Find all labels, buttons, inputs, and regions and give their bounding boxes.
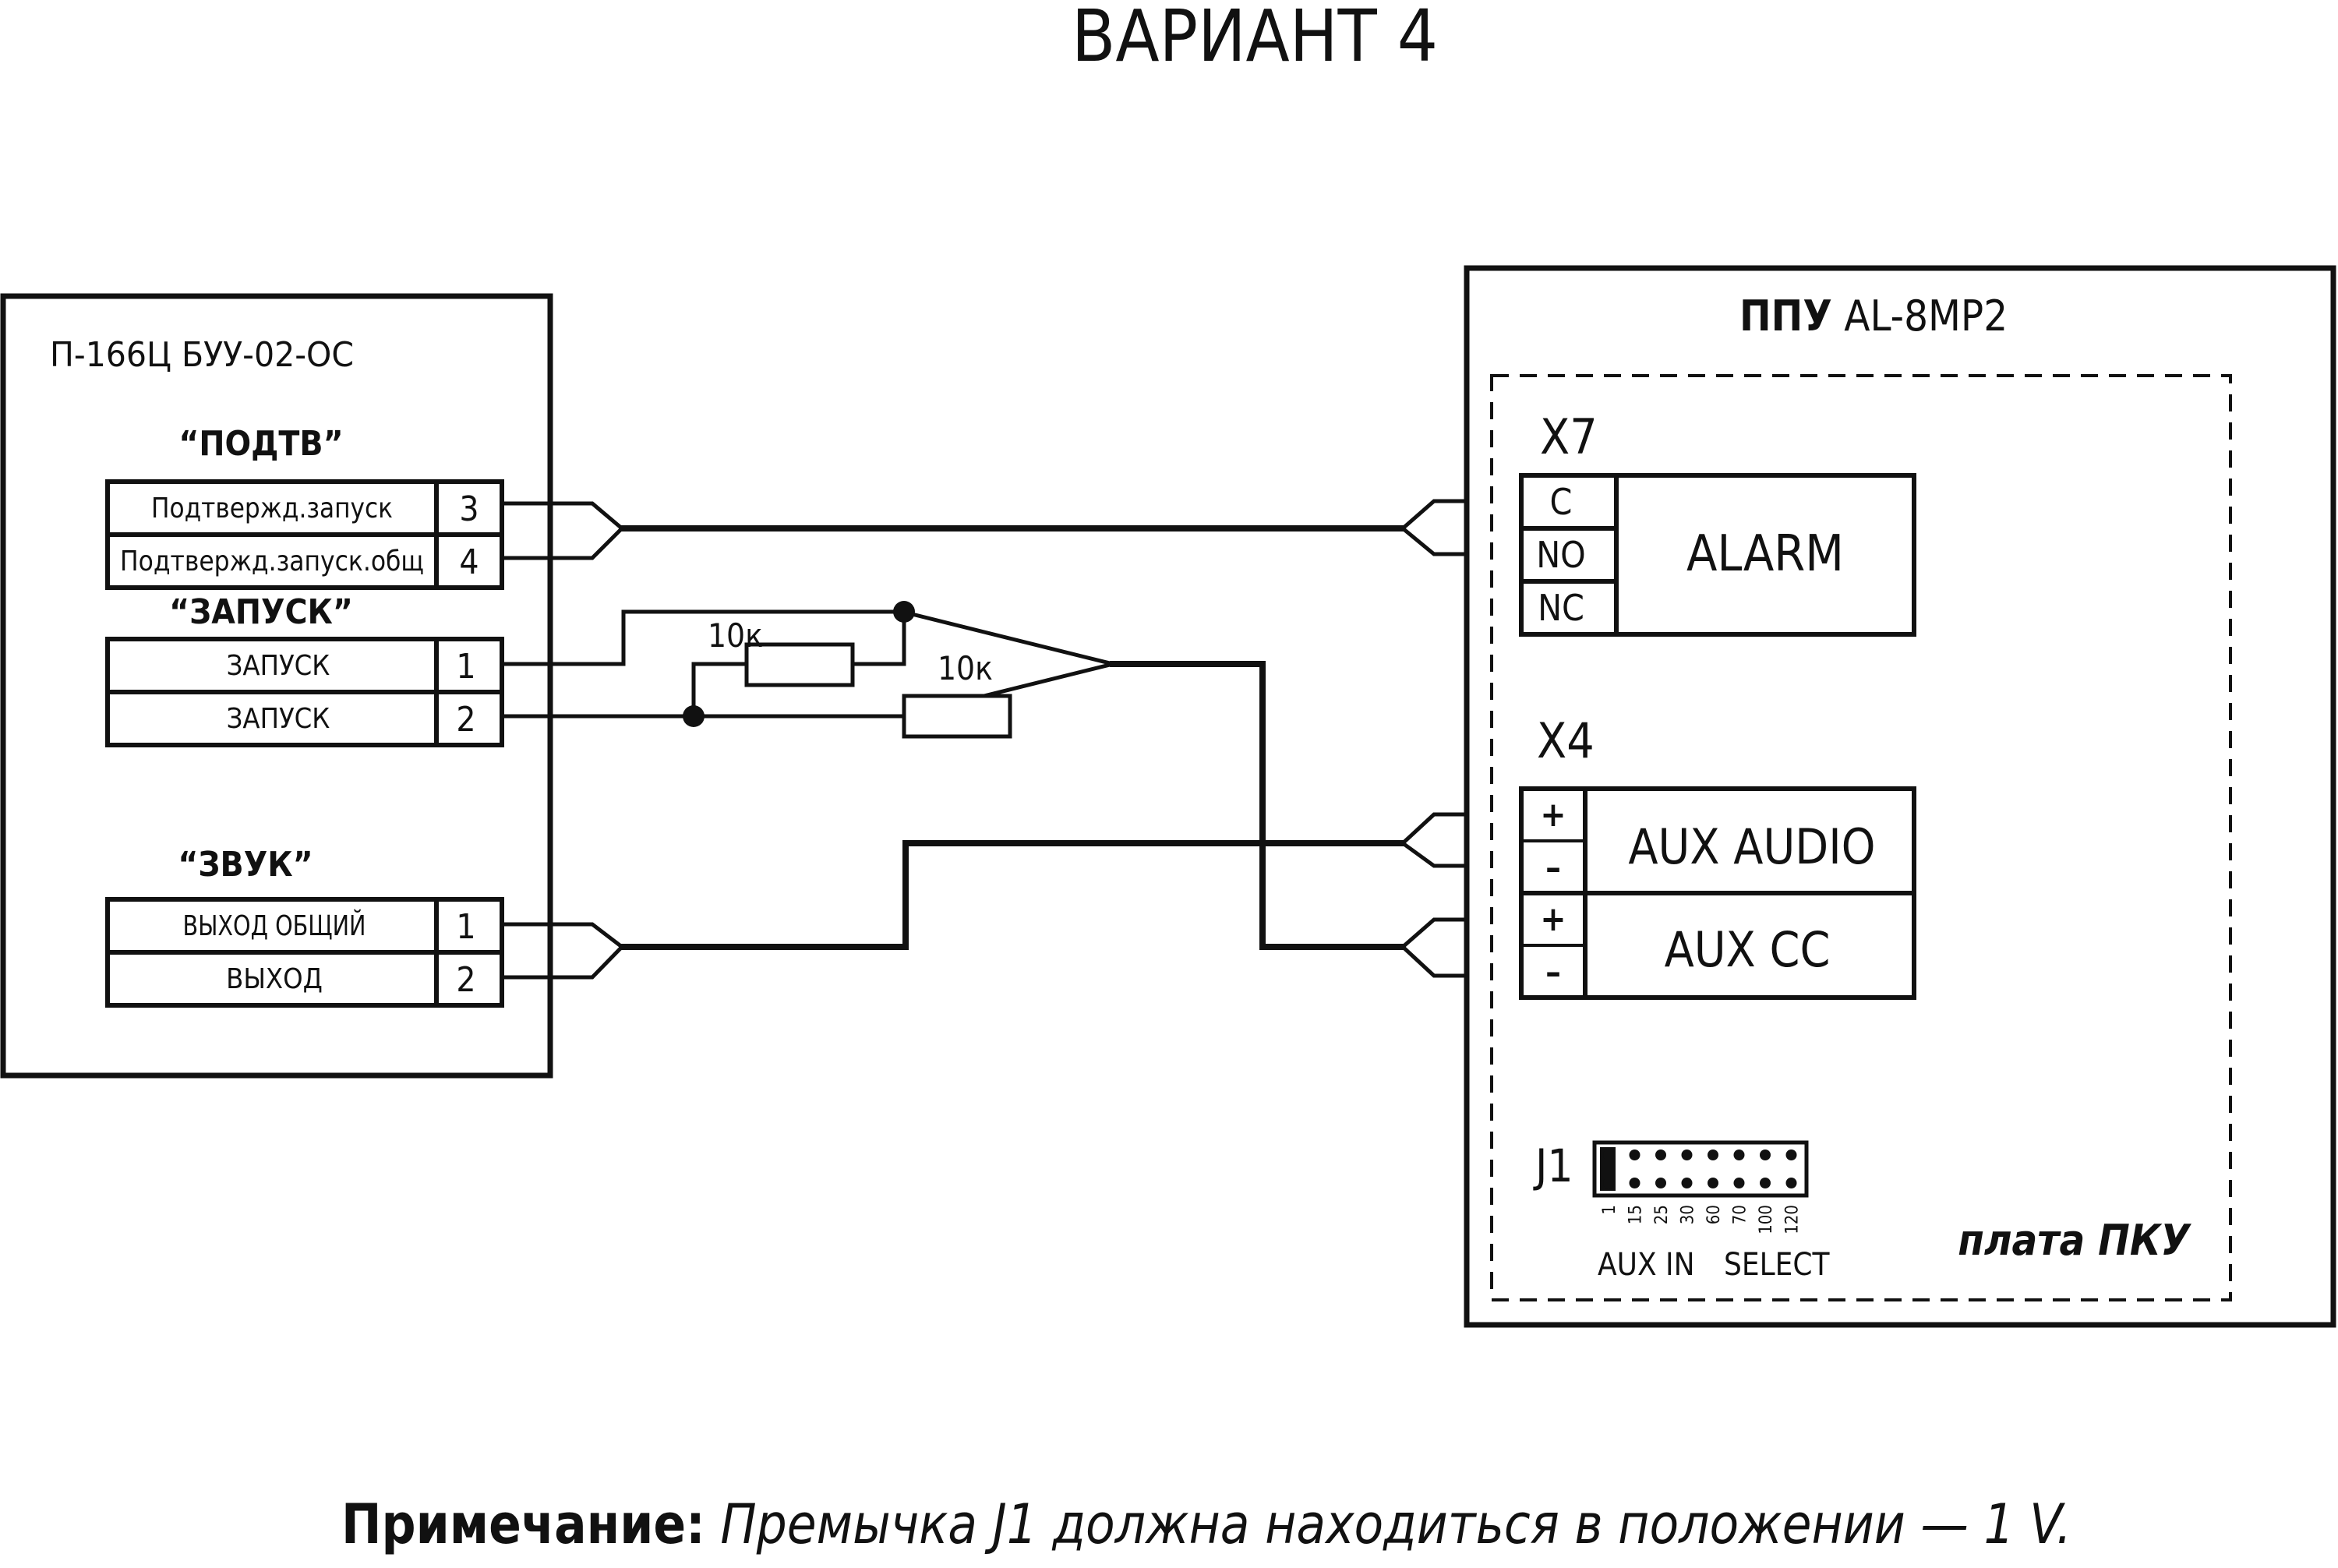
terminal-pin: 2 [456,700,475,740]
terminal-pin: 1 [456,647,475,687]
note-label: Примечание: [341,1492,705,1556]
right-device-name-bold: ППУ [1739,291,1832,341]
x4-pin-plus: + [1540,795,1566,835]
right-device: ППУ AL-8MP2 плата ПКУ X7 C NO NC ALARM X… [1464,265,2336,1328]
j1-pin [1681,1178,1693,1188]
j1-pin [1733,1150,1745,1160]
x7-pin-no: NO [1536,534,1586,576]
j1-scale-label: 100 [1757,1205,1776,1234]
j1-pin [1655,1178,1666,1188]
diagram-title: ВАРИАНТ 4 [1072,0,1438,78]
wire-zapusk-cable [1110,661,1406,950]
aux-audio-block-label: AUX AUDIO [1628,818,1875,875]
j1-scale-label: 1 [1600,1205,1619,1215]
j1-pin [1760,1178,1771,1188]
group-label-zvuk: “ЗВУК” [178,845,313,885]
j1-scale-label: 70 [1731,1205,1750,1224]
j1-pin [1629,1150,1640,1160]
wire-zvuk-1 [500,922,625,950]
left-device: П-166Ц БУУ-02-ОС “ПОДТВ” “ЗАПУСК” “ЗВУК”… [0,293,553,1079]
j1-caption-select: SELECT [1724,1247,1830,1283]
j1-pin [1785,1150,1797,1160]
resistor-r1-label: 10к [708,616,763,655]
j1-pin [1708,1178,1718,1188]
terminal-pin: 3 [459,489,479,529]
note-text: Премычка J1 должна находиться в положени… [705,1492,2071,1556]
j1-jumper-header: 1 15 25 30 60 70 100 120 [1592,1140,1809,1234]
wire-zapusk-1 [500,609,1116,667]
x7-pin-c: C [1550,481,1573,523]
wire-r1-out [850,609,906,666]
wire-zvuk-2 [500,944,625,980]
j1-scale-label: 15 [1626,1205,1646,1224]
note: Примечание: Премычка J1 должна находитьс… [341,1492,2071,1556]
wire-podtv-4 [500,525,625,560]
j1-scale-label: 25 [1652,1205,1672,1224]
board-frame [1490,374,2232,1301]
aux-cc-block-label: AUX CC [1665,921,1831,978]
resistor-r2 [902,694,1012,739]
j1-pin [1785,1178,1797,1188]
j1-pin [1681,1150,1693,1160]
j1-pin [1629,1178,1640,1188]
j1-label: J1 [1533,1139,1573,1192]
terminal-label: Подтвержд.запуск.общ [120,546,424,577]
x7-pin-nc: NC [1538,587,1584,629]
terminal-label: ВЫХОД ОБЩИЙ [183,909,366,942]
terminal-block-podtv: Подтвержд.запуск 3 Подтвержд.запуск.общ … [105,479,504,590]
j1-pin [1708,1150,1718,1160]
x4-connector: + – + – AUX AUDIO AUX CC [1519,786,1916,1000]
wire-r1-branch [691,662,749,719]
resistor-r2-label: 10к [938,649,993,687]
j1-pin [1760,1150,1771,1160]
x4-pin-minus: – [1545,952,1561,992]
junction-dot [893,601,915,623]
x7-label: X7 [1540,408,1598,465]
j1-pin [1733,1178,1745,1188]
board-label: плата ПКУ [1958,1216,2191,1265]
wiring: 10к 10к [500,499,1524,980]
x4-pin-plus: + [1540,899,1566,939]
j1-pin [1603,1178,1614,1188]
terminal-label: ВЫХОД [226,963,323,995]
alarm-block-label: ALARM [1686,525,1844,583]
j1-scale-label: 120 [1783,1205,1803,1234]
terminal-block-zvuk: ВЫХОД ОБЩИЙ 1 ВЫХОД 2 [105,897,504,1008]
j1-caption-aux-in: AUX IN [1598,1247,1695,1283]
wire-zvuk-cable [619,840,1406,950]
group-label-zapusk: “ЗАПУСК” [169,592,353,632]
j1-pin [1655,1150,1666,1160]
x4-pin-minus: – [1545,848,1561,888]
junction-dot [683,705,705,727]
terminal-block-zapusk: ЗАПУСК 1 ЗАПУСК 2 [105,637,504,747]
terminal-label: ЗАПУСК [227,650,330,682]
terminal-label: ЗАПУСК [227,703,330,735]
x4-label: X4 [1537,712,1595,769]
terminal-pin: 2 [456,960,475,1000]
terminal-pin: 4 [459,542,479,582]
j1-pin [1603,1150,1614,1160]
left-device-name: П-166Ц БУУ-02-ОС [50,335,354,375]
j1-scale-label: 30 [1679,1205,1698,1224]
terminal-label: Подтвержд.запуск [151,493,393,524]
right-device-name: ППУ AL-8MP2 [1739,291,2008,341]
x7-connector: C NO NC ALARM [1519,473,1916,637]
j1-scale-label: 60 [1704,1205,1724,1224]
right-device-name-rest: AL-8MP2 [1832,291,2008,341]
group-label-podtv: “ПОДТВ” [178,424,343,464]
wire-podtv-3 [500,501,625,531]
terminal-pin: 1 [456,907,475,947]
